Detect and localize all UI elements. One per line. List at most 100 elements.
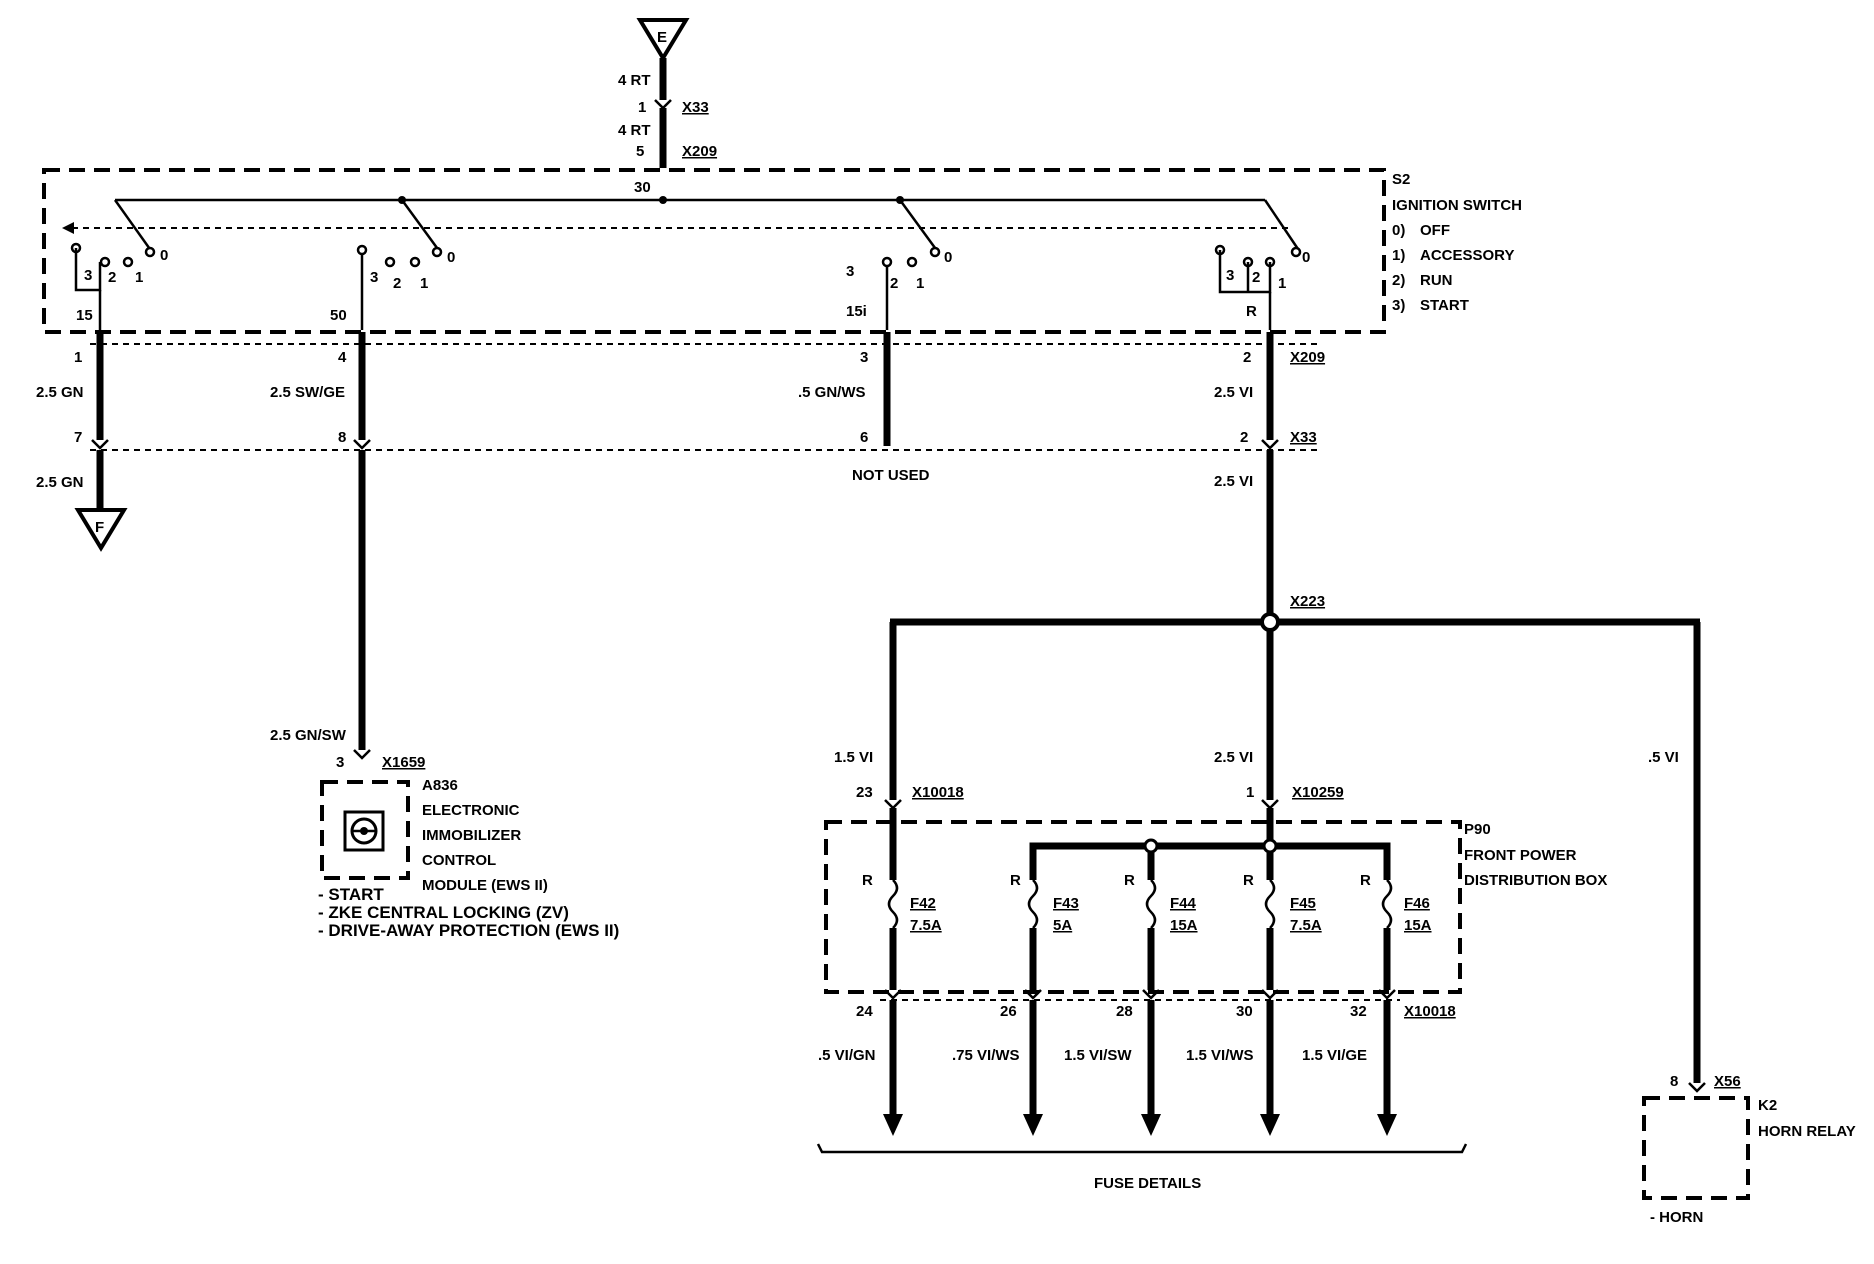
- fuse-f42-r: R: [862, 872, 873, 889]
- immobilizer-module: [320, 780, 410, 880]
- x33-pin-7: 7: [74, 429, 82, 446]
- switch-title: IGNITION SWITCH: [1392, 197, 1522, 214]
- fuse-f43-r: R: [1010, 872, 1021, 889]
- fuse-f44-r: R: [1124, 872, 1135, 889]
- wire-vi-color: 2.5 VI: [1214, 384, 1253, 401]
- horn-pin: 8: [1670, 1073, 1678, 1090]
- switch-pos-0-code: 0): [1392, 222, 1405, 239]
- switch-pos-2-code: 2): [1392, 272, 1405, 289]
- s2-contact-1: 1: [420, 275, 428, 292]
- switch-pos-3-label: START: [1420, 297, 1469, 314]
- switch-pos-1-code: 1): [1392, 247, 1405, 264]
- switch-id: S2: [1392, 171, 1410, 188]
- splice-x223: X223: [1290, 593, 1325, 610]
- x209-pin-1: 1: [74, 349, 82, 366]
- s1-contact-2: 2: [108, 269, 116, 286]
- fuse-f46-rating: 15A: [1404, 917, 1432, 934]
- fuse-f43-out-wire: .75 VI/WS: [952, 1047, 1020, 1064]
- connector-f: F: [74, 508, 128, 552]
- wire-gnws-color: .5 GN/WS: [798, 384, 866, 401]
- bottom-connector: X10018: [1404, 1003, 1456, 1020]
- s1-contact-1: 1: [135, 269, 143, 286]
- immobilizer-pin: 3: [336, 754, 344, 771]
- fuse-f43-rating: 5A: [1053, 917, 1072, 934]
- not-used-note: NOT USED: [852, 467, 930, 484]
- s3-contact-3: 3: [846, 263, 854, 280]
- fuse-f44: R F44 15A: [1124, 872, 1198, 990]
- fuse-details-label: FUSE DETAILS: [1094, 1175, 1201, 1192]
- fuse-f45-r: R: [1243, 872, 1254, 889]
- x209-top-pin: 5: [636, 143, 644, 160]
- fuse-f42-name: F42: [910, 895, 936, 912]
- connector-e: E: [636, 18, 690, 62]
- terminal-15i: 15i: [846, 303, 867, 320]
- x209-label: X209: [1290, 349, 1325, 366]
- fuse-f45-pin: 30: [1236, 1003, 1253, 1020]
- immobilizer-wire-color: 2.5 GN/SW: [270, 727, 347, 744]
- fuse-f42-out-wire: .5 VI/GN: [818, 1047, 876, 1064]
- x209-pin-3: 3: [860, 349, 868, 366]
- switch-pos-2-label: RUN: [1420, 272, 1453, 289]
- box-id: P90: [1464, 821, 1491, 838]
- horn-id: K2: [1758, 1097, 1777, 1114]
- immobilizer-line-3: CONTROL: [422, 852, 496, 869]
- immobilizer-function-3: - DRIVE-AWAY PROTECTION (EWS II): [318, 921, 619, 940]
- feed-mid-pin: 1: [1246, 784, 1254, 801]
- fuse-f45: R F45 7.5A: [1243, 872, 1322, 990]
- x33-pin-6: 6: [860, 429, 868, 446]
- s3-contact-1: 1: [916, 275, 924, 292]
- fuse-f42: R F42 7.5A: [862, 872, 942, 990]
- fuse-f44-out-wire: 1.5 VI/SW: [1064, 1047, 1132, 1064]
- horn-title: HORN RELAY: [1758, 1123, 1856, 1140]
- s4-contact-2: 2: [1252, 269, 1260, 286]
- x33-top-label: X33: [682, 99, 709, 116]
- feed-mid-connector: X10259: [1292, 784, 1344, 801]
- fuse-f45-name: F45: [1290, 895, 1316, 912]
- horn-function: - HORN: [1650, 1209, 1703, 1226]
- terminal-50: 50: [330, 307, 347, 324]
- immobilizer-function-1: - START: [318, 885, 384, 904]
- x33-pin-8: 8: [338, 429, 346, 446]
- box-line-2: DISTRIBUTION BOX: [1464, 872, 1607, 889]
- fuse-f43-pin: 26: [1000, 1003, 1017, 1020]
- terminal-r: R: [1246, 303, 1257, 320]
- wire-gn-lower-color: 2.5 GN: [36, 474, 84, 491]
- s4-contact-3: 3: [1226, 267, 1234, 284]
- s2-contact-3: 3: [370, 269, 378, 286]
- ignition-switch: 30 3 2 1 0 15 3 2 1 0 50: [42, 168, 1386, 334]
- switch-pos-0-label: OFF: [1420, 222, 1450, 239]
- feed-left-connector: X10018: [912, 784, 964, 801]
- switch-pos-1-label: ACCESSORY: [1420, 247, 1514, 264]
- s2-contact-2: 2: [393, 275, 401, 292]
- horn-connector: X56: [1714, 1073, 1741, 1090]
- s3-contact-2: 2: [890, 275, 898, 292]
- fuse-f46-out-wire: 1.5 VI/GE: [1302, 1047, 1367, 1064]
- fuse-f42-pin: 24: [856, 1003, 873, 1020]
- fuse-f46-pin: 32: [1350, 1003, 1367, 1020]
- fuse-f45-out-wire: 1.5 VI/WS: [1186, 1047, 1254, 1064]
- s1-contact-3: 3: [84, 267, 92, 284]
- s2-contact-0: 0: [447, 249, 455, 266]
- x209-pin-4: 4: [338, 349, 347, 366]
- wire-swge-color: 2.5 SW/GE: [270, 384, 345, 401]
- feed-right-wire: .5 VI: [1648, 749, 1679, 766]
- feed-left-wire: 1.5 VI: [834, 749, 873, 766]
- feed-left-pin: 23: [856, 784, 873, 801]
- box-line-1: FRONT POWER: [1464, 847, 1577, 864]
- fuse-f44-name: F44: [1170, 895, 1197, 912]
- feed-mid-wire: 2.5 VI: [1214, 749, 1253, 766]
- horn-relay: [1642, 1096, 1750, 1200]
- connector-e-letter: E: [657, 29, 667, 46]
- x209-pin-2: 2: [1243, 349, 1251, 366]
- terminal-15: 15: [76, 307, 93, 324]
- s4-contact-1: 1: [1278, 275, 1286, 292]
- immobilizer-line-4: MODULE (EWS II): [422, 877, 548, 894]
- s3-contact-0: 0: [944, 249, 952, 266]
- immobilizer-line-2: IMMOBILIZER: [422, 827, 521, 844]
- immobilizer-line-1: ELECTRONIC: [422, 802, 520, 819]
- x33-label: X33: [1290, 429, 1317, 446]
- x33-top-pin: 1: [638, 99, 646, 116]
- immobilizer-connector: X1659: [382, 754, 425, 771]
